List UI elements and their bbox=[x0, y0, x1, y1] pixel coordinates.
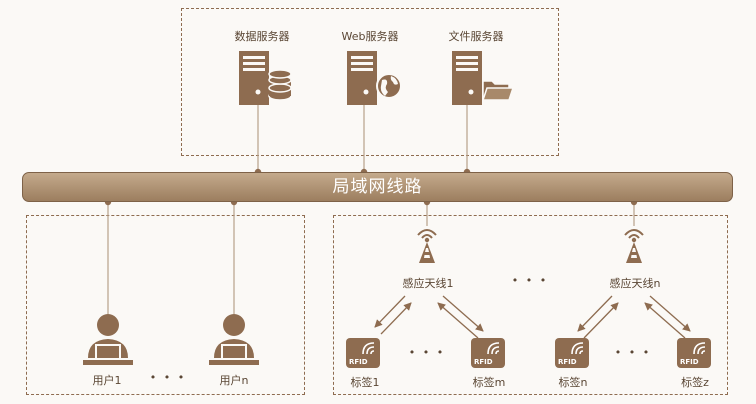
lan-bus: 局域网线路 bbox=[22, 172, 733, 202]
user-ellipsis: • • • bbox=[149, 371, 187, 384]
rfid-tag-icon: RFID bbox=[555, 338, 589, 368]
antenna-icon bbox=[624, 229, 644, 263]
rfid-group-box bbox=[333, 215, 728, 395]
server-label-web: Web服务器 bbox=[341, 30, 399, 43]
server-label-data: 数据服务器 bbox=[234, 30, 290, 43]
web-server-icon bbox=[347, 51, 402, 105]
database-server-icon bbox=[239, 51, 292, 105]
signal-waves-icon bbox=[571, 342, 584, 355]
rfid-tag-icon: RFID bbox=[471, 338, 505, 368]
signal-waves-icon bbox=[487, 342, 500, 355]
tag-label-z: 标签z bbox=[681, 376, 709, 389]
signal-arrows bbox=[374, 295, 691, 339]
tag-label-m: 标签m bbox=[472, 376, 506, 389]
rfid-text: RFID bbox=[474, 358, 493, 366]
tag-ellipsis-left: • • • bbox=[408, 346, 446, 359]
tag-label-n: 标签n bbox=[558, 376, 588, 389]
file-server-icon bbox=[452, 51, 515, 105]
server-group-box bbox=[181, 8, 559, 156]
antenna-label-n: 感应天线n bbox=[609, 277, 661, 290]
rfid-tag-icon: RFID bbox=[677, 338, 711, 368]
user-label-n: 用户n bbox=[219, 374, 249, 387]
rfid-tag-icon: RFID bbox=[346, 338, 380, 368]
antenna-label-1: 感应天线1 bbox=[402, 277, 454, 290]
rfid-text: RFID bbox=[349, 358, 368, 366]
bus-label: 局域网线路 bbox=[332, 177, 423, 197]
signal-waves-icon bbox=[362, 342, 375, 355]
signal-waves-icon bbox=[693, 342, 706, 355]
user-group-box bbox=[26, 215, 305, 395]
user-computer-icon bbox=[209, 314, 259, 365]
rfid-text: RFID bbox=[680, 358, 699, 366]
rfid-text: RFID bbox=[558, 358, 577, 366]
user-label-1: 用户1 bbox=[92, 374, 122, 387]
user-computer-icon bbox=[83, 314, 133, 365]
tag-ellipsis-right: • • • bbox=[614, 346, 652, 359]
tag-label-1: 标签1 bbox=[350, 376, 380, 389]
server-label-file: 文件服务器 bbox=[448, 30, 504, 43]
antenna-ellipsis: • • • bbox=[511, 274, 549, 287]
antenna-icon bbox=[417, 229, 437, 263]
